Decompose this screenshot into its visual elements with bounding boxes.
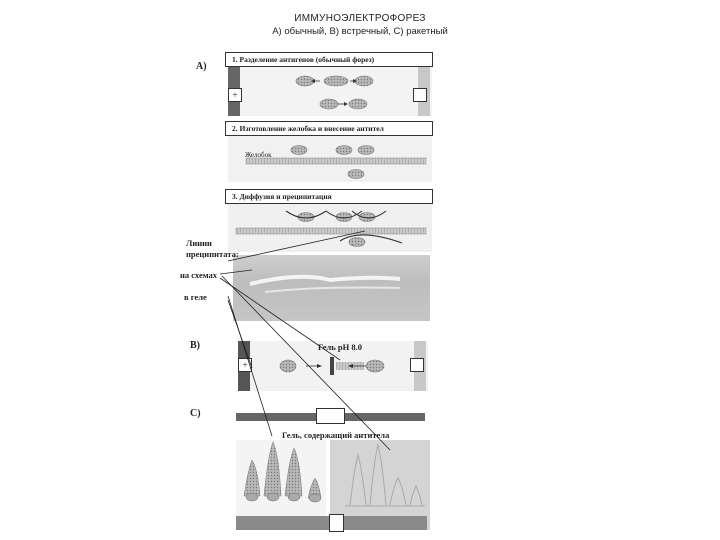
on-schemes-label: на схемах <box>180 270 217 280</box>
section-c-bottom-notch <box>329 514 344 532</box>
section-c-label: С) <box>190 408 201 419</box>
gel-ph-label: Гель pH 8.0 <box>318 342 363 352</box>
gel-photo-a-lines <box>249 274 401 293</box>
callout-lines <box>219 230 391 451</box>
precipitate-lines-title: Линии преципитата: <box>186 238 239 259</box>
page-subtitle: А) обычный, В) встречный, С) ракетный <box>272 26 448 37</box>
section-c-bottom-bar-left <box>236 516 330 530</box>
step2-title: 2. Изготовление желобка и внесение антит… <box>225 121 433 136</box>
rocket-scheme <box>243 441 322 503</box>
section-c-top-bar-right <box>345 413 425 421</box>
step1-title: 1. Разделение антигенов (обычный форез) <box>225 52 433 67</box>
section-b-label: В) <box>190 340 200 351</box>
gel-antibody-label: Гель, содержащий антитела <box>282 430 390 440</box>
section-b-minus <box>410 358 424 372</box>
minus-electrode <box>413 88 427 102</box>
section-b-drawing <box>279 357 385 375</box>
section-c-notch <box>316 408 345 424</box>
page-title: ИММУНОЭЛЕКТРОФОРЕЗ <box>294 13 426 24</box>
trough-label: Желобок <box>245 151 272 159</box>
section-c-bottom-bar-right <box>343 516 427 530</box>
step2-trough <box>245 145 427 179</box>
step3-title: 3. Диффузия и преципитация <box>225 189 433 204</box>
step3-precipitation <box>235 210 427 247</box>
section-a-label: А) <box>196 61 207 72</box>
in-gel-label: в геле <box>184 292 207 302</box>
plus-electrode: + <box>228 88 242 102</box>
step1-antigen-spots <box>295 75 374 110</box>
rocket-photo <box>345 443 425 507</box>
section-c-top-bar-left <box>236 413 316 421</box>
